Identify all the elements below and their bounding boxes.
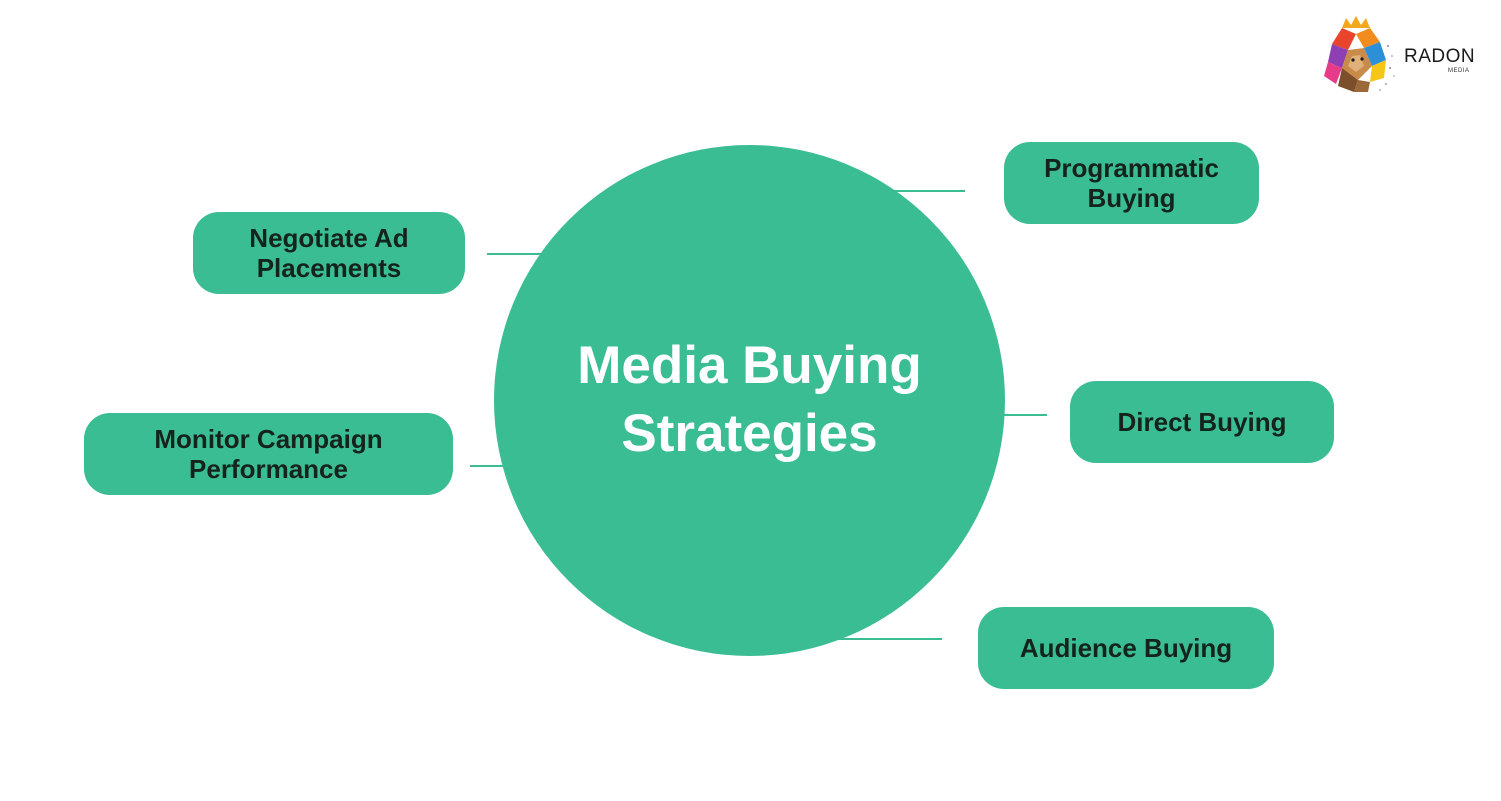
node-negotiate-ad-placements: Negotiate Ad Placements — [193, 212, 465, 294]
node-label: Monitor Campaign Performance — [154, 424, 383, 484]
node-monitor-campaign-performance: Monitor Campaign Performance — [84, 413, 453, 495]
connector-programmatic — [885, 190, 965, 192]
node-label: Programmatic Buying — [1044, 153, 1219, 213]
hub-title: Media Buying Strategies — [577, 335, 922, 463]
node-label: Direct Buying — [1117, 407, 1287, 437]
radon-media-logo: RADON MEDIA — [1318, 16, 1478, 96]
node-label: Audience Buying — [1019, 633, 1233, 663]
connector-monitor — [470, 465, 510, 467]
node-direct-buying: Direct Buying — [1070, 381, 1334, 463]
lion-head-icon — [1324, 16, 1395, 92]
node-audience-buying: Audience Buying — [978, 607, 1274, 689]
hub-circle: Media Buying Strategies — [494, 145, 1005, 656]
connector-direct — [1000, 414, 1047, 416]
node-programmatic-buying: Programmatic Buying — [1004, 142, 1259, 224]
connector-negotiate — [487, 253, 549, 255]
logo-name: RADON — [1404, 46, 1476, 67]
node-label: Negotiate Ad Placements — [249, 223, 409, 283]
connector-audience — [830, 638, 942, 640]
logo-sub: MEDIA — [1448, 68, 1470, 74]
